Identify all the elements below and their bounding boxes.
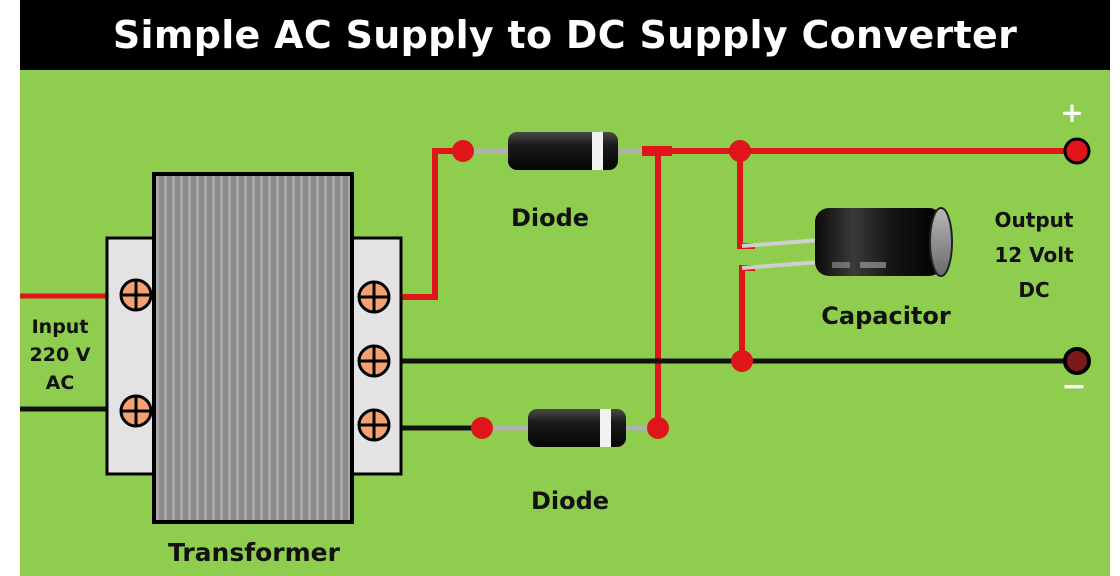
capacitor <box>741 207 953 277</box>
secondary-top-wire <box>374 148 465 300</box>
secondary-terminal-center <box>357 344 391 378</box>
diode-bottom-cathode-band <box>600 409 611 447</box>
label-input-line1: Input <box>32 316 89 338</box>
secondary-terminal-bottom <box>357 408 391 442</box>
junction-bar <box>642 146 672 156</box>
output-terminal-negative <box>1063 347 1091 375</box>
capacitor-body <box>815 208 943 276</box>
node-bottom-diode-cathode <box>647 417 669 439</box>
node-bottom-diode-anode <box>471 417 493 439</box>
capacitor-lead-positive <box>741 238 821 248</box>
capacitor-top <box>929 207 953 277</box>
label-output-line3: DC <box>1018 278 1049 302</box>
capacitor-negative-wire <box>739 265 755 361</box>
label-output-line2: 12 Volt <box>994 243 1074 267</box>
diagram-title: Simple AC Supply to DC Supply Converter <box>112 13 1018 57</box>
node-top-diode-anode <box>452 140 474 162</box>
transformer <box>105 172 403 524</box>
label-diode-top: Diode <box>511 204 589 232</box>
nodes <box>452 137 1091 439</box>
node-positive-capacitor <box>729 140 751 162</box>
capacitor-lead-negative <box>741 260 821 270</box>
title-bar: Simple AC Supply to DC Supply Converter <box>20 0 1110 70</box>
circuit-diagram: Input 220 V AC Transformer Diode Diode C… <box>20 96 1091 567</box>
diode-top-cathode-band <box>592 132 603 170</box>
secondary-terminal-top <box>357 280 391 314</box>
diode-bottom <box>528 409 626 447</box>
label-capacitor: Capacitor <box>821 302 951 330</box>
label-transformer: Transformer <box>168 538 341 567</box>
label-diode-bottom: Diode <box>531 487 609 515</box>
transformer-core <box>152 172 354 524</box>
label-plus: + <box>1060 96 1083 129</box>
output-terminal-positive <box>1063 137 1091 165</box>
label-minus: − <box>1061 369 1086 404</box>
node-negative-capacitor <box>731 350 753 372</box>
primary-terminal-top <box>119 278 153 312</box>
label-input-line2: 220 V <box>30 344 91 366</box>
diode-top <box>508 132 618 170</box>
capacitor-positive-wire <box>737 151 755 249</box>
label-output-line1: Output <box>995 208 1074 232</box>
diagram-frame: Simple AC Supply to DC Supply Converter <box>20 0 1110 576</box>
label-input-line3: AC <box>46 372 75 394</box>
primary-terminal-bottom <box>119 394 153 428</box>
